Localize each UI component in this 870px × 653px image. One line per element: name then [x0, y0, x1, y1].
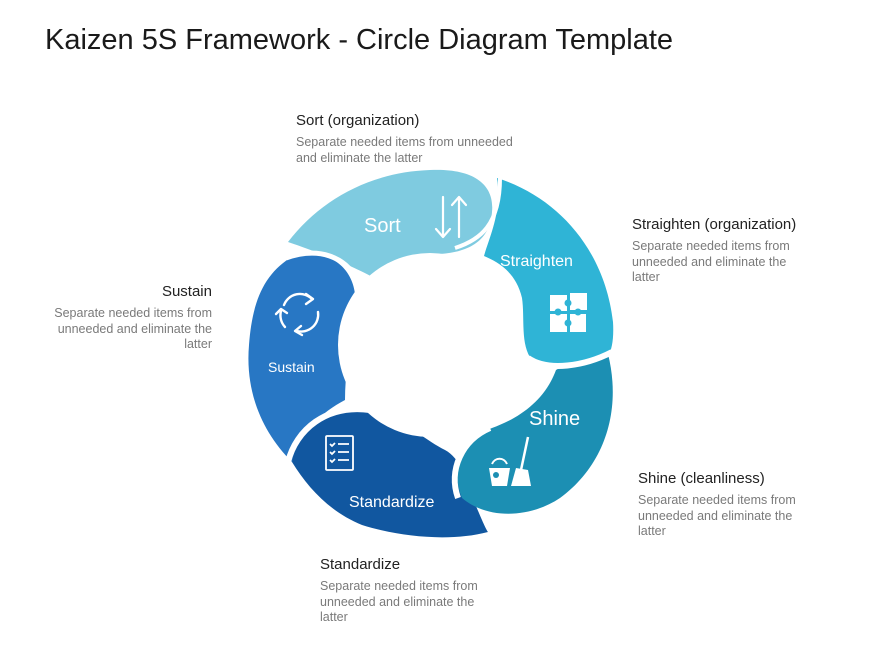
segment-label-sustain: Sustain	[268, 359, 315, 375]
note-sort-line-1: Separate needed items from unneeded	[296, 135, 513, 149]
note-sustain: Sustain Separate needed items from unnee…	[22, 283, 212, 353]
segment-standardize	[292, 409, 488, 538]
note-straighten: Straighten (organization) Separate neede…	[632, 216, 796, 286]
note-straighten-line-2: unneeded and eliminate the	[632, 254, 787, 269]
note-sort-heading: Sort (organization)	[296, 112, 420, 129]
note-sort-line-2: and eliminate the latter	[296, 150, 423, 165]
note-standardize-line-2: unneeded and eliminate the	[320, 594, 475, 609]
page-title: Kaizen 5S Framework - Circle Diagram Tem…	[45, 24, 674, 56]
note-sustain-line-1: Separate needed items from	[54, 306, 212, 320]
note-straighten-line-3: latter	[632, 270, 660, 284]
note-standardize: Standardize Separate needed items from u…	[320, 556, 478, 626]
cycle-arrows-icon	[274, 292, 320, 337]
note-standardize-heading: Standardize	[320, 556, 401, 573]
note-shine-line-1: Separate needed items from	[638, 493, 796, 507]
bucket-broom-icon	[489, 436, 531, 486]
note-sustain-line-2: unneeded and eliminate the	[57, 321, 212, 336]
note-straighten-heading: Straighten (organization)	[632, 216, 797, 233]
note-shine-line-3: latter	[638, 524, 666, 538]
note-shine-line-2: unneeded and eliminate the	[638, 508, 793, 523]
segment-label-standardize: Standardize	[349, 494, 434, 511]
segment-sort	[288, 169, 493, 280]
segment-label-shine: Shine	[529, 408, 580, 430]
note-sustain-heading: Sustain	[161, 283, 212, 300]
segment-sustain	[248, 254, 356, 462]
checklist-icon	[325, 435, 354, 471]
note-sustain-line-3: latter	[184, 337, 212, 351]
note-shine-heading: Shine (cleanliness)	[638, 470, 765, 487]
note-sort: Sort (organization) Separate needed item…	[296, 112, 513, 166]
note-standardize-line-3: latter	[320, 610, 348, 624]
segment-label-straighten: Straighten	[500, 253, 573, 270]
note-standardize-line-1: Separate needed items from	[320, 579, 478, 593]
segment-label-sort: Sort	[364, 215, 401, 237]
up-down-arrows-icon	[434, 195, 468, 239]
puzzle-icon	[550, 293, 587, 332]
note-straighten-line-1: Separate needed items from	[632, 239, 790, 253]
note-shine: Shine (cleanliness) Separate needed item…	[638, 470, 796, 540]
